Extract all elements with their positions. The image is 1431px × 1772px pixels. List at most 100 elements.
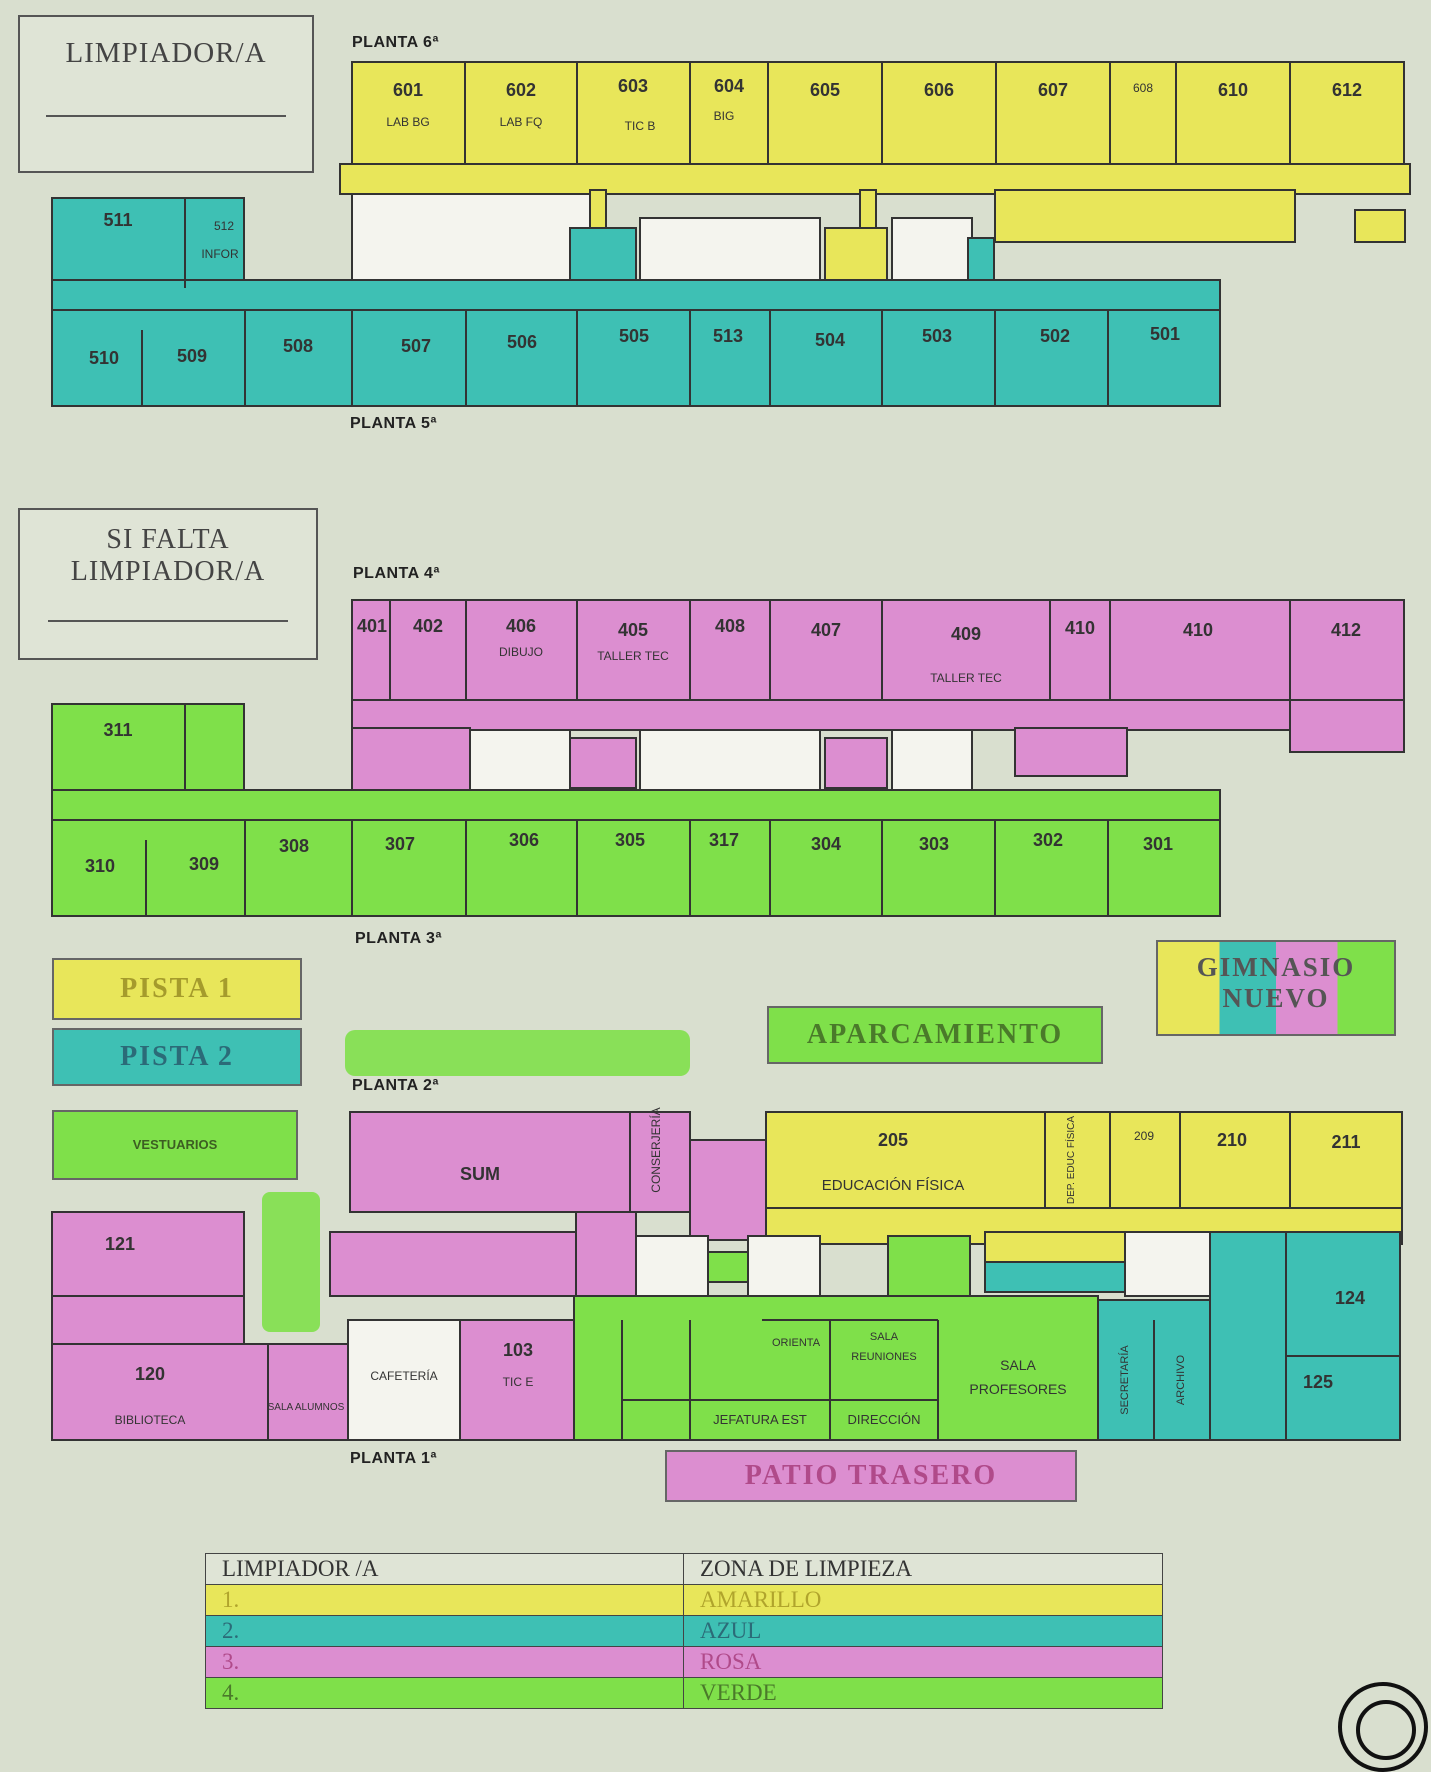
room-503: 503 — [922, 326, 952, 346]
cleaner-box-title: LIMPIADOR/A — [65, 37, 267, 69]
room-412: 412 — [1331, 620, 1361, 640]
pista-1-label: PISTA 1 — [120, 973, 234, 1004]
cleaner-name-box[interactable]: LIMPIADOR/A — [18, 15, 314, 173]
floor-6-link-2 — [859, 189, 877, 231]
aparcamiento-label: APARCAMIENTO — [806, 1019, 1064, 1050]
room-310: 310 — [85, 856, 115, 876]
room-402: 402 — [413, 616, 443, 636]
room-cafeteria: CAFETERÍA — [370, 1368, 437, 1383]
room-205: 205 — [878, 1130, 908, 1150]
room-410-b: 410 — [1183, 620, 1213, 640]
room-307: 307 — [385, 834, 415, 854]
floor-6-plan — [339, 61, 1411, 243]
vestuarios-zone[interactable]: VESTUARIOS — [52, 1110, 298, 1180]
floor-label-1: PLANTA 1ª — [350, 1450, 437, 1467]
room-sala-profesores-1: SALA — [1000, 1357, 1036, 1373]
room-311: 311 — [103, 720, 132, 740]
room-406-name: DIBUJO — [499, 645, 543, 659]
cleaner-name-line — [46, 115, 286, 117]
floor-6-stairs — [1354, 209, 1406, 243]
substitute-cleaner-box[interactable]: SI FALTA LIMPIADOR/A — [18, 508, 318, 660]
floor-4-courtyards — [469, 729, 973, 791]
room-306: 306 — [509, 830, 539, 850]
vestuarios-label: VESTUARIOS — [132, 1137, 218, 1152]
room-sum: SUM — [460, 1164, 500, 1184]
room-121: 121 — [105, 1234, 135, 1254]
room-504: 504 — [815, 330, 845, 350]
room-317: 317 — [709, 830, 739, 850]
room-512: 512 — [214, 219, 234, 233]
room-conserjeria-block — [629, 1111, 691, 1213]
legend-num-3: 3. — [205, 1646, 684, 1678]
room-607: 607 — [1038, 80, 1068, 100]
room-211: 211 — [1331, 1132, 1360, 1152]
room-sala-reuniones-1: SALA — [870, 1331, 899, 1343]
room-506: 506 — [507, 332, 537, 352]
room-604-name: BIG — [714, 109, 735, 123]
room-405: 405 — [618, 620, 648, 640]
aparcamiento-zone[interactable]: APARCAMIENTO — [767, 1006, 1103, 1064]
floor-4-toilets-left — [351, 727, 471, 791]
room-612: 612 — [1332, 80, 1362, 100]
patio-trasero-zone[interactable]: PATIO TRASERO — [665, 1450, 1077, 1502]
legend-table: LIMPIADOR /A ZONA DE LIMPIEZA 1. AMARILL… — [205, 1553, 1163, 1709]
floor-5-corridor — [51, 279, 1221, 311]
room-608: 608 — [1133, 81, 1153, 95]
room-120: 120 — [135, 1364, 165, 1384]
patio-trasero-label: PATIO TRASERO — [744, 1460, 998, 1491]
room-501: 501 — [1150, 324, 1180, 344]
gimnasio-label-2: NUEVO — [1222, 983, 1330, 1013]
room-604: 604 — [714, 76, 744, 96]
room-405-name: TALLER TEC — [597, 649, 669, 663]
floor-5-room-511 — [51, 197, 245, 289]
room-401: 401 — [357, 616, 387, 636]
floor-5-plan — [51, 197, 1221, 407]
room-dep-educacion-fisica: DEP. EDUC FÍSICA — [1064, 1116, 1077, 1204]
floor-label-4: PLANTA 4ª — [353, 565, 440, 582]
substitute-box-title-1: SI FALTA — [106, 524, 230, 555]
room-210: 210 — [1217, 1130, 1247, 1150]
room-601-name: LAB BG — [386, 115, 429, 129]
room-410: 410 — [1065, 618, 1095, 638]
floor-6-labels: 601 LAB BG 602 LAB FQ 603 TIC B 604 BIG … — [386, 76, 1362, 133]
floor-1-labels: 121 120 BIBLIOTECA SALA ALUMNOS CAFETERÍ… — [105, 1234, 1365, 1427]
room-209: 209 — [1134, 1129, 1154, 1143]
room-513: 513 — [713, 326, 743, 346]
room-606: 606 — [924, 80, 954, 100]
room-sala-alumnos: SALA ALUMNOS — [268, 1402, 345, 1413]
room-sala-reuniones-2: REUNIONES — [851, 1351, 916, 1363]
legend-row-3: 3. ROSA — [205, 1646, 1163, 1678]
room-302: 302 — [1033, 830, 1063, 850]
floor-4-toilets-right — [1014, 727, 1128, 777]
circle-logo-inner-icon — [1356, 1700, 1416, 1760]
room-124-125-block — [1209, 1231, 1401, 1441]
floor-5-labels: 511 512 INFOR 510 509 508 507 506 505 51… — [89, 210, 1180, 368]
pista-1-zone[interactable]: PISTA 1 — [52, 958, 302, 1020]
room-303: 303 — [919, 834, 949, 854]
floor-2-plan — [349, 1111, 1403, 1259]
gimnasio-nuevo-zone[interactable]: GIMNASIO NUEVO — [1156, 940, 1396, 1036]
legend-row-2: 2. AZUL — [205, 1615, 1163, 1647]
floor-3-corridor — [51, 789, 1221, 821]
floor-6-wing — [994, 189, 1296, 243]
room-direccion: DIRECCIÓN — [848, 1412, 921, 1427]
legend-zone-4: VERDE — [683, 1677, 1163, 1709]
room-603-name: TIC B — [625, 119, 656, 133]
room-secretaria: SECRETARÍA — [1118, 1345, 1131, 1415]
room-407: 407 — [811, 620, 841, 640]
legend-num-4: 4. — [205, 1677, 684, 1709]
room-sala-profesores-2: PROFESORES — [969, 1381, 1066, 1397]
room-409-name: TALLER TEC — [930, 671, 1002, 685]
room-408: 408 — [715, 616, 745, 636]
room-510: 510 — [89, 348, 119, 368]
floor-2-labels: SUM CONSERJERÍA 205 EDUCACIÓN FÍSICA DEP… — [460, 1107, 1361, 1204]
room-406: 406 — [506, 616, 536, 636]
legend-num-2: 2. — [205, 1615, 684, 1647]
pista-2-zone[interactable]: PISTA 2 — [52, 1028, 302, 1086]
room-jefatura: JEFATURA EST — [713, 1412, 807, 1427]
room-603: 603 — [618, 76, 648, 96]
floor-1-plan — [51, 1211, 1401, 1441]
legend-row-1: 1. AMARILLO — [205, 1584, 1163, 1616]
floor-5-rooms-block — [51, 309, 1221, 407]
room-509: 509 — [177, 346, 207, 366]
